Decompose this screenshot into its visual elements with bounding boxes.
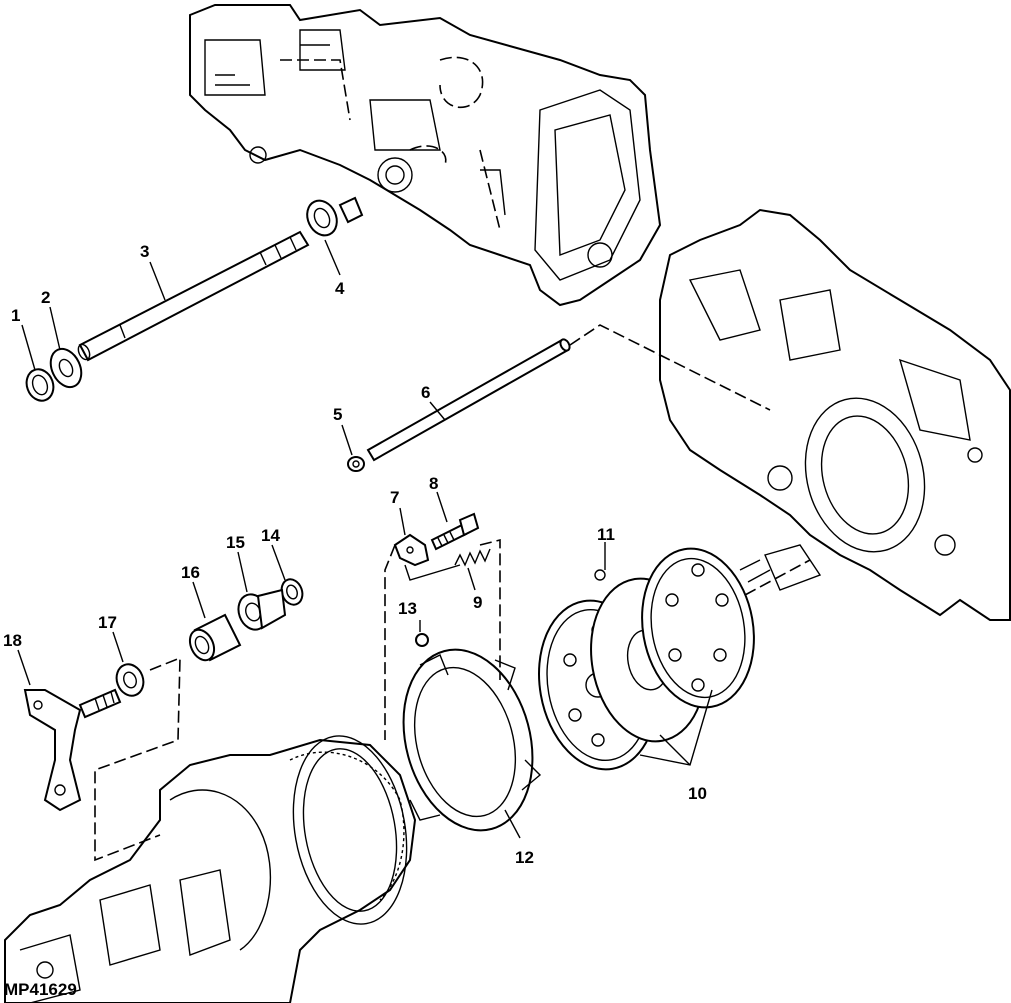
right-transmission-housing [659,208,1011,621]
callout-5: 5 [333,405,342,424]
part-9-spring [404,548,491,581]
upper-transmission-housing [189,4,662,307]
part-3-shaft [77,230,310,362]
callout-6: 6 [421,383,430,402]
part-4-bearing [306,196,364,237]
part-6-rod [366,324,771,462]
figure-id: MP41629 [4,980,77,999]
callout-3: 3 [140,242,149,261]
callout-16: 16 [181,563,200,582]
part-17-seal [115,663,145,697]
callout-13: 13 [398,599,417,618]
part-12-pressure-plate [402,648,542,832]
callout-8: 8 [429,474,438,493]
part-15-collar [237,588,287,631]
callout-2: 2 [41,288,50,307]
part-16-bushing [188,613,242,662]
callout-7: 7 [390,488,399,507]
assembly-leader-lines [94,538,811,862]
callout-leaders [17,239,713,839]
callout-11: 11 [597,525,615,544]
callout-15: 15 [226,533,245,552]
part-10-clutch-disc-rear [641,547,755,709]
callout-14: 14 [261,526,280,545]
callout-labels: 1 2 3 4 5 6 7 8 9 10 11 12 13 14 15 16 1… [3,242,707,867]
part-7-clip [393,533,430,567]
callout-1: 1 [11,306,20,325]
callout-9: 9 [473,593,482,612]
part-8-bolt [430,512,480,551]
callout-10: 10 [688,784,707,803]
part-13-ball [415,633,429,647]
part-18-lever-arm [23,688,122,812]
callout-17: 17 [98,613,117,632]
lower-housing-with-bearing [4,735,417,1003]
callout-18: 18 [3,631,22,650]
callout-12: 12 [515,848,534,867]
part-2-washer [49,347,83,389]
callout-4: 4 [335,279,345,298]
part-5-washer [347,456,365,472]
